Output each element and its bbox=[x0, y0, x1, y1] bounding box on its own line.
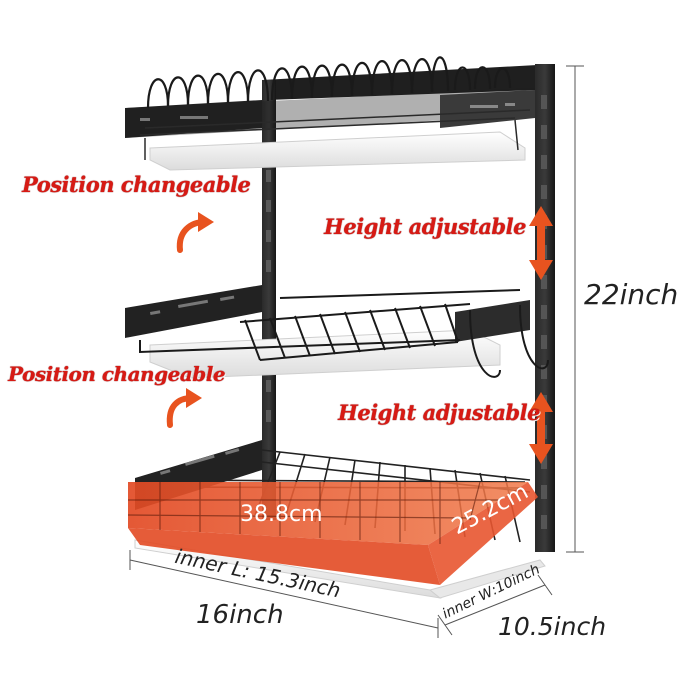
height-dimension-line bbox=[566, 65, 584, 553]
outer-width-label: 10.5inch bbox=[498, 612, 607, 641]
position-changeable-label-top: Position changeable bbox=[22, 172, 251, 197]
height-arrow-bottom-icon bbox=[529, 392, 553, 464]
width-dimension-line bbox=[437, 574, 553, 636]
inner-length-cm-label: 38.8cm bbox=[240, 502, 323, 527]
top-tier-plate-rack bbox=[125, 56, 535, 171]
outer-length-label: 16inch bbox=[196, 600, 284, 630]
inner-size-highlight bbox=[127, 481, 538, 585]
height-adjustable-label-top: Height adjustable bbox=[324, 214, 526, 239]
length-dimension-line bbox=[129, 550, 439, 638]
middle-tier-bowl-rack bbox=[125, 285, 549, 379]
height-arrow-top-icon bbox=[529, 206, 553, 280]
position-arrow-bottom-icon bbox=[166, 388, 202, 428]
height-adjustable-label-bottom: Height adjustable bbox=[338, 400, 540, 425]
position-arrow-top-icon bbox=[176, 212, 214, 253]
total-height-label: 22inch bbox=[584, 278, 679, 311]
position-changeable-label-bottom: Position changeable bbox=[8, 362, 226, 386]
